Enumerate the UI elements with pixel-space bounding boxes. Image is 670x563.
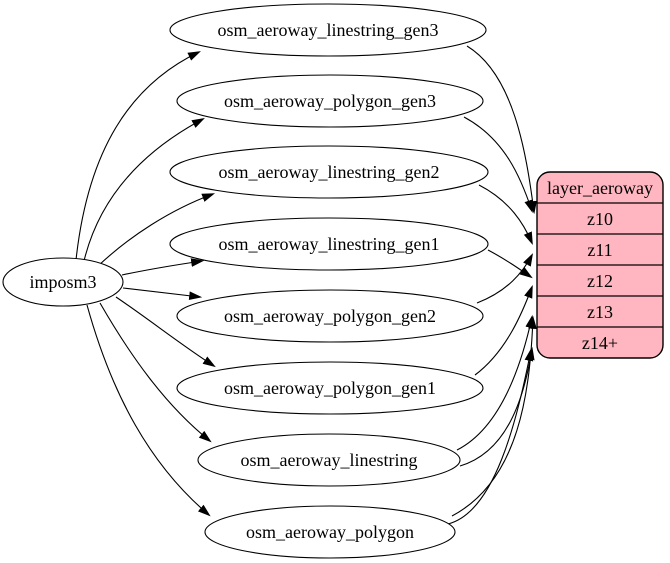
record-row-z10: z10 [587,209,613,229]
edge-imposm3-osm_aeroway_linestring_gen1 [121,258,205,276]
edge-imposm3-osm_aeroway_linestring [99,302,212,443]
node-imposm3: imposm3 [2,257,124,307]
node-label: osm_aeroway_polygon [246,522,414,542]
record-title: layer_aeroway [547,178,653,198]
edge-imposm3-osm_aeroway_polygon [86,304,211,517]
edge-osm_aeroway_polygon-z14 [447,347,534,525]
node-label: osm_aeroway_polygon_gen1 [224,378,436,398]
edge-imposm3-osm_aeroway_polygon_gen2 [122,287,203,301]
edge-imposm3-osm_aeroway_linestring_gen2 [97,193,216,267]
edge-osm_aeroway_linestring_gen3-z10 [466,45,537,215]
edge-osm_aeroway_linestring_gen1-z12 [487,249,533,279]
node-ellipse [197,433,461,487]
record-row-z11: z11 [587,240,612,260]
node-osm_aeroway_linestring_gen1: osm_aeroway_linestring_gen1 [169,217,489,271]
edge-imposm3-osm_aeroway_linestring_gen3 [75,51,201,261]
node-ellipse [169,217,489,271]
node-ellipse [169,145,489,199]
node-osm_aeroway_linestring_gen2: osm_aeroway_linestring_gen2 [169,145,489,199]
node-imposm3-label: imposm3 [29,272,96,292]
edges-source-to-tables [75,51,216,517]
node-ellipse [204,505,456,559]
node-label: osm_aeroway_linestring_gen3 [218,20,439,40]
node-osm_aeroway_polygon: osm_aeroway_polygon [204,505,456,559]
node-osm_aeroway_linestring_gen3: osm_aeroway_linestring_gen3 [169,3,487,57]
node-label: osm_aeroway_linestring_gen1 [219,234,440,254]
edge-imposm3-osm_aeroway_polygon_gen1 [115,296,216,368]
node-ellipse [176,289,484,343]
node-label: osm_aeroway_linestring [241,450,418,470]
node-osm_aeroway_polygon_gen1: osm_aeroway_polygon_gen1 [176,361,484,415]
node-layer_aeroway: layer_aeroway z10 z11 z12 z13 z14+ [536,171,664,359]
node-osm_aeroway_polygon_gen3: osm_aeroway_polygon_gen3 [176,74,484,128]
edge-osm_aeroway_polygon_gen3-z10 [463,116,533,214]
edges-tables-to-layer [447,45,537,525]
edge-osm_aeroway_linestring-z13 [456,314,534,451]
node-ellipse [176,74,484,128]
record-row-z14: z14+ [582,333,618,353]
edge-imposm3-osm_aeroway_polygon_gen3 [83,117,205,262]
edge-osm_aeroway_linestring-z14 [459,346,535,467]
node-osm_aeroway_polygon_gen2: osm_aeroway_polygon_gen2 [176,289,484,343]
edge-osm_aeroway_polygon_gen1-z12 [474,284,533,376]
node-label: osm_aeroway_linestring_gen2 [219,162,440,182]
node-imposm3-shape [2,257,124,307]
edge-osm_aeroway_linestring_gen2-z11 [478,184,533,245]
edge-osm_aeroway_polygon_gen2-z11 [476,253,534,304]
node-label: osm_aeroway_polygon_gen3 [224,91,436,111]
node-ellipse [169,3,487,57]
record-row-z13: z13 [587,302,613,322]
edge-osm_aeroway_polygon-z13 [451,315,537,517]
node-ellipse [176,361,484,415]
node-label: osm_aeroway_polygon_gen2 [224,306,436,326]
node-osm_aeroway_linestring: osm_aeroway_linestring [197,433,461,487]
record-row-z12: z12 [587,271,613,291]
